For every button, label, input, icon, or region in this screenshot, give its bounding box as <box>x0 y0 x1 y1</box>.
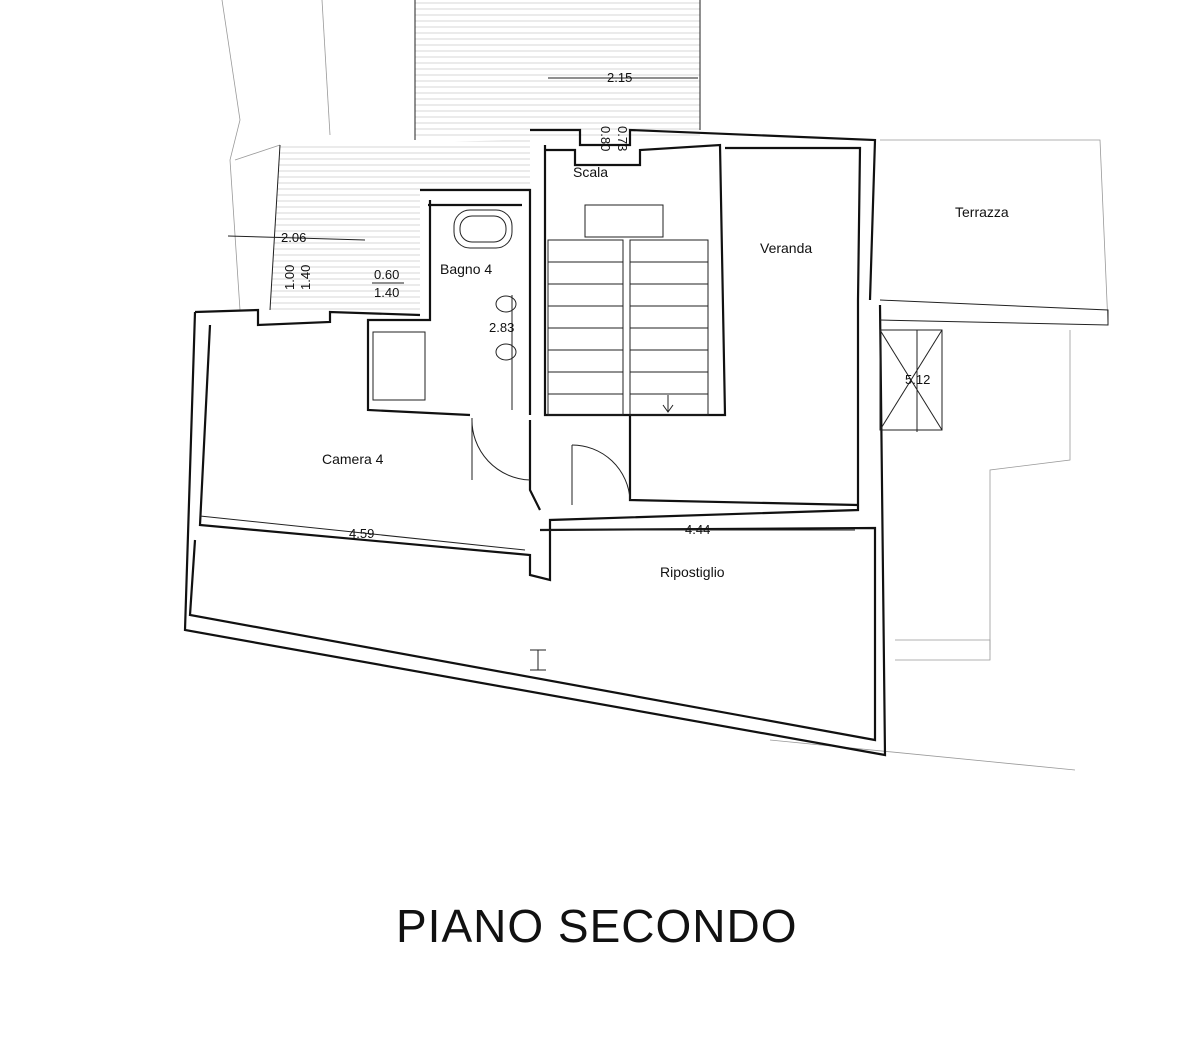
dim-camera-width: 4.59 <box>349 526 374 541</box>
room-label-ripostiglio: Ripostiglio <box>660 564 725 580</box>
dim-top-window-w: 0.80 <box>598 126 613 151</box>
room-label-scala: Scala <box>573 164 608 180</box>
dim-ripostiglio-width: 4.44 <box>685 522 710 537</box>
dim-bath-window-h: 0.60 <box>374 267 399 282</box>
plan-title: PIANO SECONDO <box>396 900 798 952</box>
walls <box>183 128 1109 757</box>
room-label-camera: Camera 4 <box>322 451 384 467</box>
dim-bath-length: 2.83 <box>489 320 514 335</box>
room-label-veranda: Veranda <box>760 240 812 256</box>
bathroom-fixtures <box>372 209 517 401</box>
dim-right-length: 5.12 <box>905 372 930 387</box>
hatched-areas <box>269 0 701 315</box>
doors <box>471 417 631 505</box>
dim-left-width: 2.06 <box>281 230 306 245</box>
dim-bath-window-w: 1.40 <box>374 285 399 300</box>
dimension-labels: 2.15 0.73 0.80 2.06 1.00 1.40 0.60 1.40 … <box>281 70 930 541</box>
dim-left-window-h: 1.00 <box>282 265 297 290</box>
dim-left-window-w: 1.40 <box>298 265 313 290</box>
context-lines <box>221 0 1109 771</box>
dimension-lines <box>199 77 918 671</box>
dim-top-width: 2.15 <box>607 70 632 85</box>
staircase <box>547 204 709 416</box>
room-label-bagno: Bagno 4 <box>440 261 492 277</box>
dim-top-window-h: 0.73 <box>615 126 630 151</box>
exterior-stair <box>879 329 943 431</box>
room-label-terrazza: Terrazza <box>955 204 1009 220</box>
room-labels: Scala Veranda Terrazza Bagno 4 Camera 4 … <box>322 164 1009 580</box>
